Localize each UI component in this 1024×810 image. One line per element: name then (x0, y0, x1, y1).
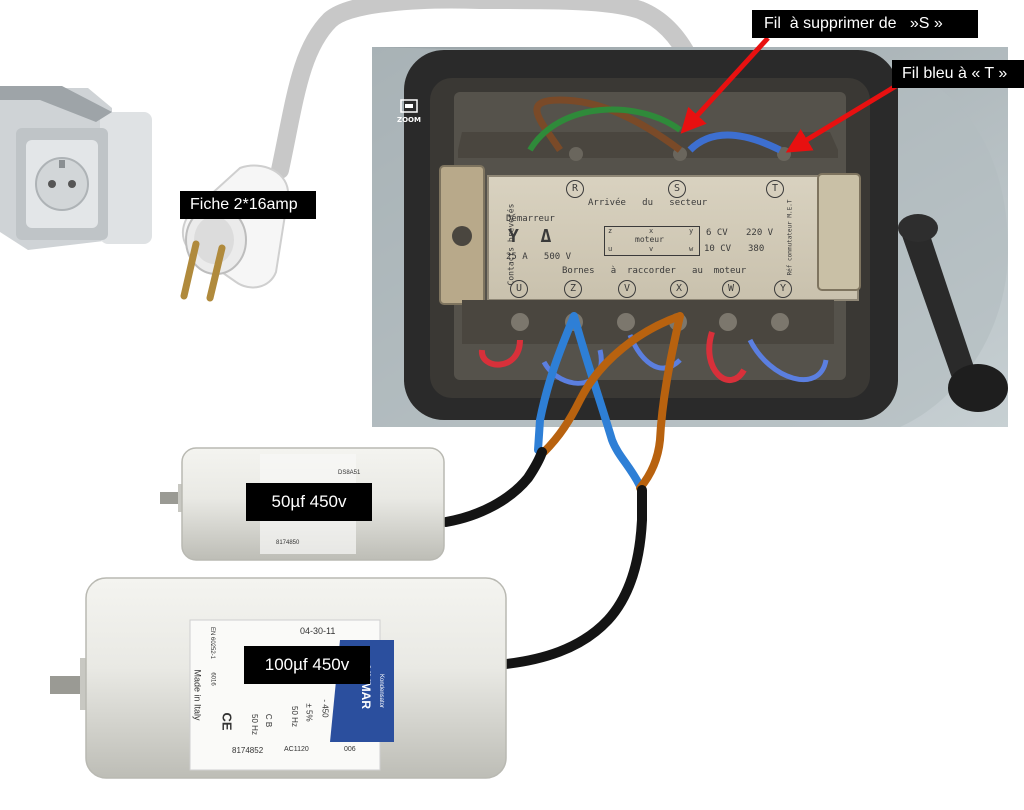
blue-wire-label: Fil bleu à « T » (892, 60, 1024, 88)
motor-photo (372, 47, 1008, 427)
arrow-blue-wire (785, 83, 898, 153)
small-capacitor-label: 50µf 450v (246, 483, 372, 521)
remove-wire-label: Fil à supprimer de »S » (752, 10, 978, 38)
wall-socket (0, 86, 152, 250)
plug-label: Fiche 2*16amp (180, 191, 316, 219)
lead-large-capacitor (501, 485, 647, 669)
arrow-remove-wire (680, 36, 770, 134)
zoom-label: ZOOM (397, 116, 421, 124)
power-cable (271, 0, 699, 179)
plug (180, 164, 290, 302)
large-capacitor-label: 100µf 450v (244, 646, 370, 684)
lead-small-capacitor (441, 447, 547, 527)
blue-wire-overlay (534, 312, 644, 490)
brown-wire-overlay (540, 312, 684, 492)
zoom-icon (400, 99, 418, 113)
